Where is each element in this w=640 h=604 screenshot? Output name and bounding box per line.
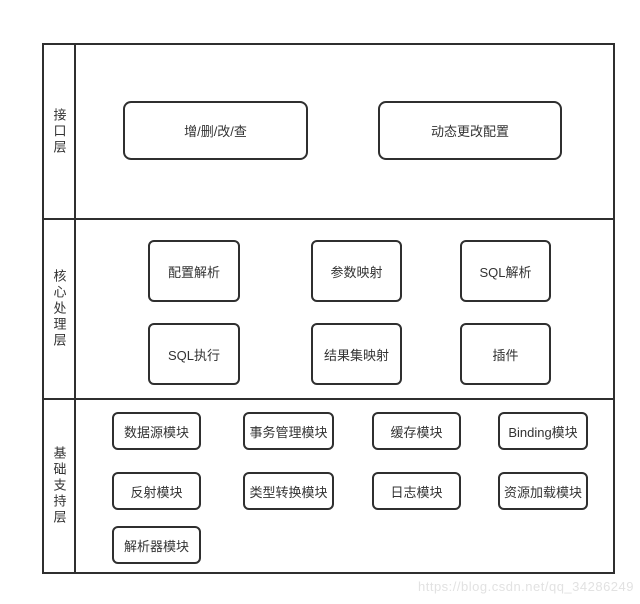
layer-label-base-support: 基础支持层 <box>51 446 67 526</box>
layer-label-core-processing: 核心处理层 <box>51 269 67 349</box>
node-cache-module: 缓存模块 <box>372 412 461 450</box>
node-plugin: 插件 <box>460 323 551 385</box>
node-transaction-module: 事务管理模块 <box>243 412 334 450</box>
node-binding-module: Binding模块 <box>498 412 588 450</box>
node-param-mapping-label: 参数映射 <box>330 264 383 280</box>
layer-core-processing-label-cell: 核心处理层 <box>44 220 76 398</box>
node-param-mapping: 参数映射 <box>311 240 402 302</box>
node-parser-module-label: 解析器模块 <box>123 538 189 554</box>
node-sql-parse: SQL解析 <box>460 240 551 302</box>
node-logging-module: 日志模块 <box>372 472 461 510</box>
node-logging-module-label: 日志模块 <box>390 484 443 500</box>
node-datasource-module: 数据源模块 <box>112 412 201 450</box>
node-reflection-module-label: 反射模块 <box>130 484 183 500</box>
node-config-parse-label: 配置解析 <box>167 264 220 280</box>
node-datasource-module-label: 数据源模块 <box>123 424 189 440</box>
layer-base-support: 基础支持层 <box>44 400 613 572</box>
layer-base-support-label-cell: 基础支持层 <box>44 400 76 572</box>
layer-label-interface: 接口层 <box>51 107 67 156</box>
node-plugin-label: 插件 <box>492 347 519 363</box>
layer-core-processing: 核心处理层 <box>44 220 613 400</box>
node-sql-execute-label: SQL执行 <box>167 347 220 363</box>
node-crud: 增/删/改/查 <box>123 101 308 160</box>
node-resource-loading-module-label: 资源加载模块 <box>503 484 582 500</box>
node-resultset-mapping-label: 结果集映射 <box>323 347 389 363</box>
diagram-frame: 接口层 核心处理层 基础支持层 <box>42 43 615 574</box>
node-reflection-module: 反射模块 <box>112 472 201 510</box>
node-transaction-module-label: 事务管理模块 <box>249 424 328 440</box>
watermark-url: https://blog.csdn.net/qq_34286249 <box>418 579 634 594</box>
node-type-conversion-module-label: 类型转换模块 <box>249 484 328 500</box>
node-cache-module-label: 缓存模块 <box>390 424 443 440</box>
node-crud-label: 增/删/改/查 <box>184 124 247 139</box>
node-binding-module-label: Binding模块 <box>508 424 578 440</box>
node-config-parse: 配置解析 <box>148 240 240 302</box>
node-resultset-mapping: 结果集映射 <box>311 323 402 385</box>
layer-interface: 接口层 <box>44 45 613 220</box>
node-parser-module: 解析器模块 <box>112 526 201 564</box>
node-type-conversion-module: 类型转换模块 <box>243 472 334 510</box>
layer-interface-label-cell: 接口层 <box>44 45 76 218</box>
node-dynamic-config: 动态更改配置 <box>378 101 562 160</box>
node-sql-parse-label: SQL解析 <box>479 264 532 280</box>
node-sql-execute: SQL执行 <box>148 323 240 385</box>
node-resource-loading-module: 资源加载模块 <box>498 472 588 510</box>
node-dynamic-config-label: 动态更改配置 <box>430 124 509 139</box>
